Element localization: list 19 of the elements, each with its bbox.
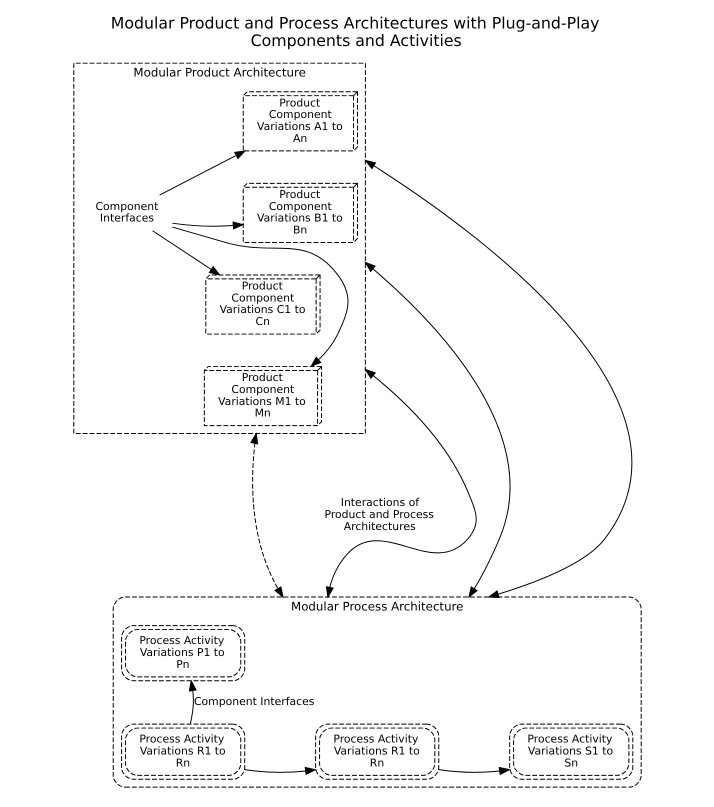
node-box: Process Activity Variations S1 to Sn <box>508 724 633 780</box>
arrow <box>244 766 316 776</box>
diagram-title: Modular Product and Process Architectures with Plug-and-Play Components and Activities <box>110 14 599 50</box>
arrow <box>158 150 246 196</box>
arrow <box>171 221 244 230</box>
arrow <box>171 226 348 368</box>
node-box: Process Activity Variations P1 to Pn <box>120 625 245 682</box>
arrow <box>364 160 632 598</box>
node-box: Process Activity Variations R1 to Rn <box>314 724 439 780</box>
arrow <box>325 368 476 599</box>
arrow <box>152 230 220 276</box>
label: Interactions of Product and Process Architectures <box>324 496 434 533</box>
arrow <box>250 432 284 598</box>
node-text: Component Interfaces <box>94 200 158 225</box>
edge-label: Component Interfaces <box>193 695 314 708</box>
arrow <box>438 766 510 776</box>
arrow <box>364 261 510 598</box>
arrow <box>188 679 196 724</box>
node-box: Process Activity Variations R1 to Rn <box>120 724 245 780</box>
